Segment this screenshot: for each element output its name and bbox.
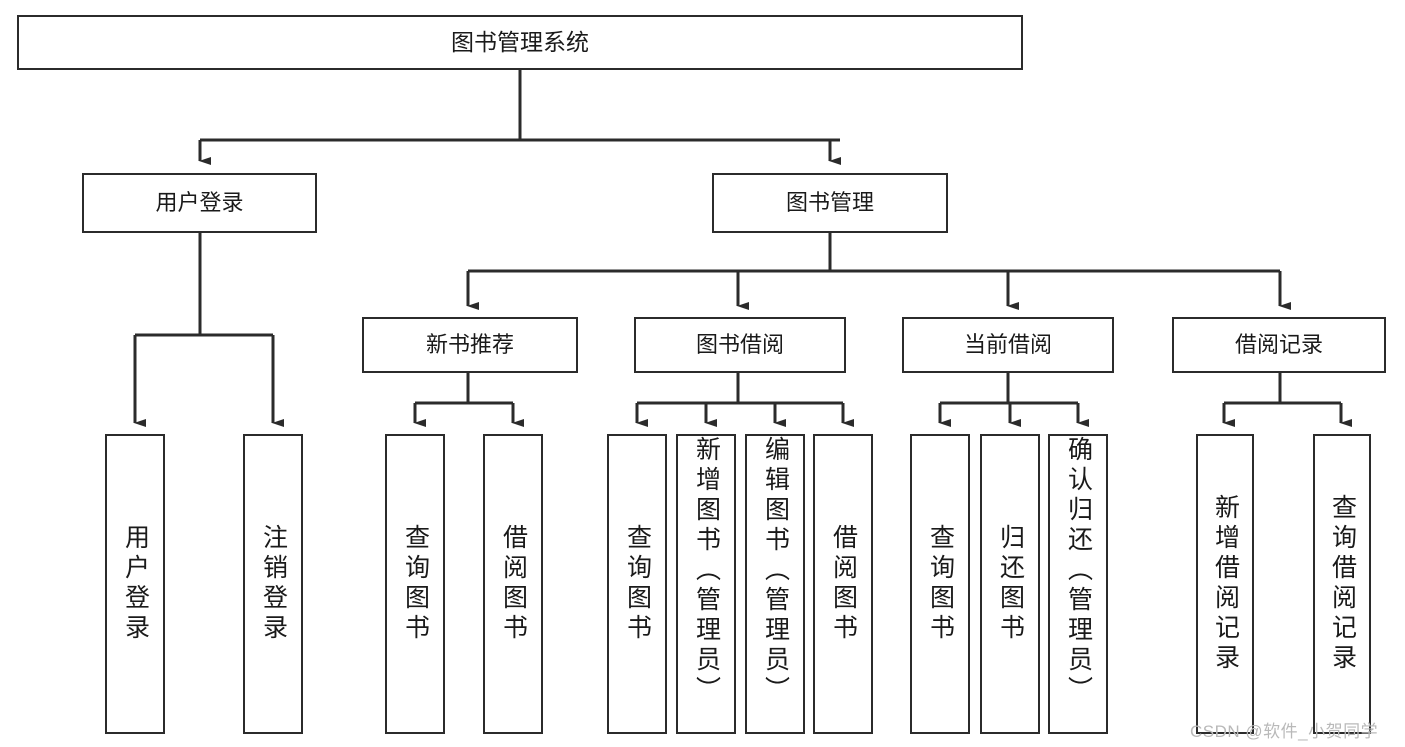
node-label: 注销登录 (259, 524, 288, 644)
node-label: 用户登录 (155, 189, 244, 215)
node-leaf-user-login[interactable]: 用户登录 (105, 434, 165, 734)
node-label: 用户登录 (121, 524, 150, 644)
node-user-login[interactable]: 用户登录 (82, 173, 317, 233)
node-borrow-record[interactable]: 借阅记录 (1172, 317, 1386, 373)
node-leaf-confirm-return-admin[interactable]: 确认归还（管理员） (1048, 434, 1108, 734)
node-leaf-borrow-book-recommend[interactable]: 借阅图书 (483, 434, 543, 734)
node-label: 查询图书 (623, 524, 652, 644)
node-label: 借阅记录 (1234, 331, 1323, 357)
node-root-book-management-system[interactable]: 图书管理系统 (17, 15, 1023, 70)
edge-book-borrow-to-leaves (635, 373, 854, 427)
node-leaf-logout[interactable]: 注销登录 (243, 434, 303, 734)
edge-root-to-level2 (198, 70, 841, 165)
node-leaf-add-borrow-record[interactable]: 新增借阅记录 (1196, 434, 1254, 734)
node-leaf-query-book-current[interactable]: 查询图书 (910, 434, 970, 734)
edge-current-borrow-to-leaves (938, 373, 1089, 427)
edge-borrow-record-to-leaves (1222, 373, 1352, 427)
edge-new-book-to-leaves (413, 373, 524, 427)
node-leaf-query-borrow-record[interactable]: 查询借阅记录 (1313, 434, 1371, 734)
edge-book-manage-to-level3 (466, 233, 1291, 310)
node-label: 借阅图书 (499, 524, 528, 644)
node-label: 图书借阅 (695, 331, 784, 357)
node-label: 图书管理系统 (451, 28, 589, 55)
node-label: 查询图书 (401, 524, 430, 644)
node-current-borrow[interactable]: 当前借阅 (902, 317, 1114, 373)
node-label: 查询图书 (926, 524, 955, 644)
edge-user-login-to-leaves (133, 233, 284, 427)
node-leaf-edit-book-admin[interactable]: 编辑图书（管理员） (745, 434, 805, 734)
node-leaf-add-book-admin[interactable]: 新增图书（管理员） (676, 434, 736, 734)
node-book-borrow[interactable]: 图书借阅 (634, 317, 846, 373)
node-label: 编辑图书（管理员） (761, 436, 790, 706)
node-label: 图书管理 (785, 189, 874, 215)
node-label: 查询借阅记录 (1328, 494, 1357, 674)
node-leaf-query-book-recommend[interactable]: 查询图书 (385, 434, 445, 734)
node-leaf-return-book[interactable]: 归还图书 (980, 434, 1040, 734)
node-label: 当前借阅 (963, 331, 1052, 357)
node-label: 归还图书 (996, 524, 1025, 644)
node-book-management[interactable]: 图书管理 (712, 173, 948, 233)
node-label: 新增图书（管理员） (692, 436, 721, 706)
node-label: 新增借阅记录 (1211, 494, 1240, 674)
node-label: 借阅图书 (829, 524, 858, 644)
node-label: 新书推荐 (425, 331, 514, 357)
node-leaf-query-book-borrow[interactable]: 查询图书 (607, 434, 667, 734)
node-leaf-borrow-book[interactable]: 借阅图书 (813, 434, 873, 734)
node-new-book-recommend[interactable]: 新书推荐 (362, 317, 578, 373)
node-label: 确认归还（管理员） (1064, 436, 1093, 706)
